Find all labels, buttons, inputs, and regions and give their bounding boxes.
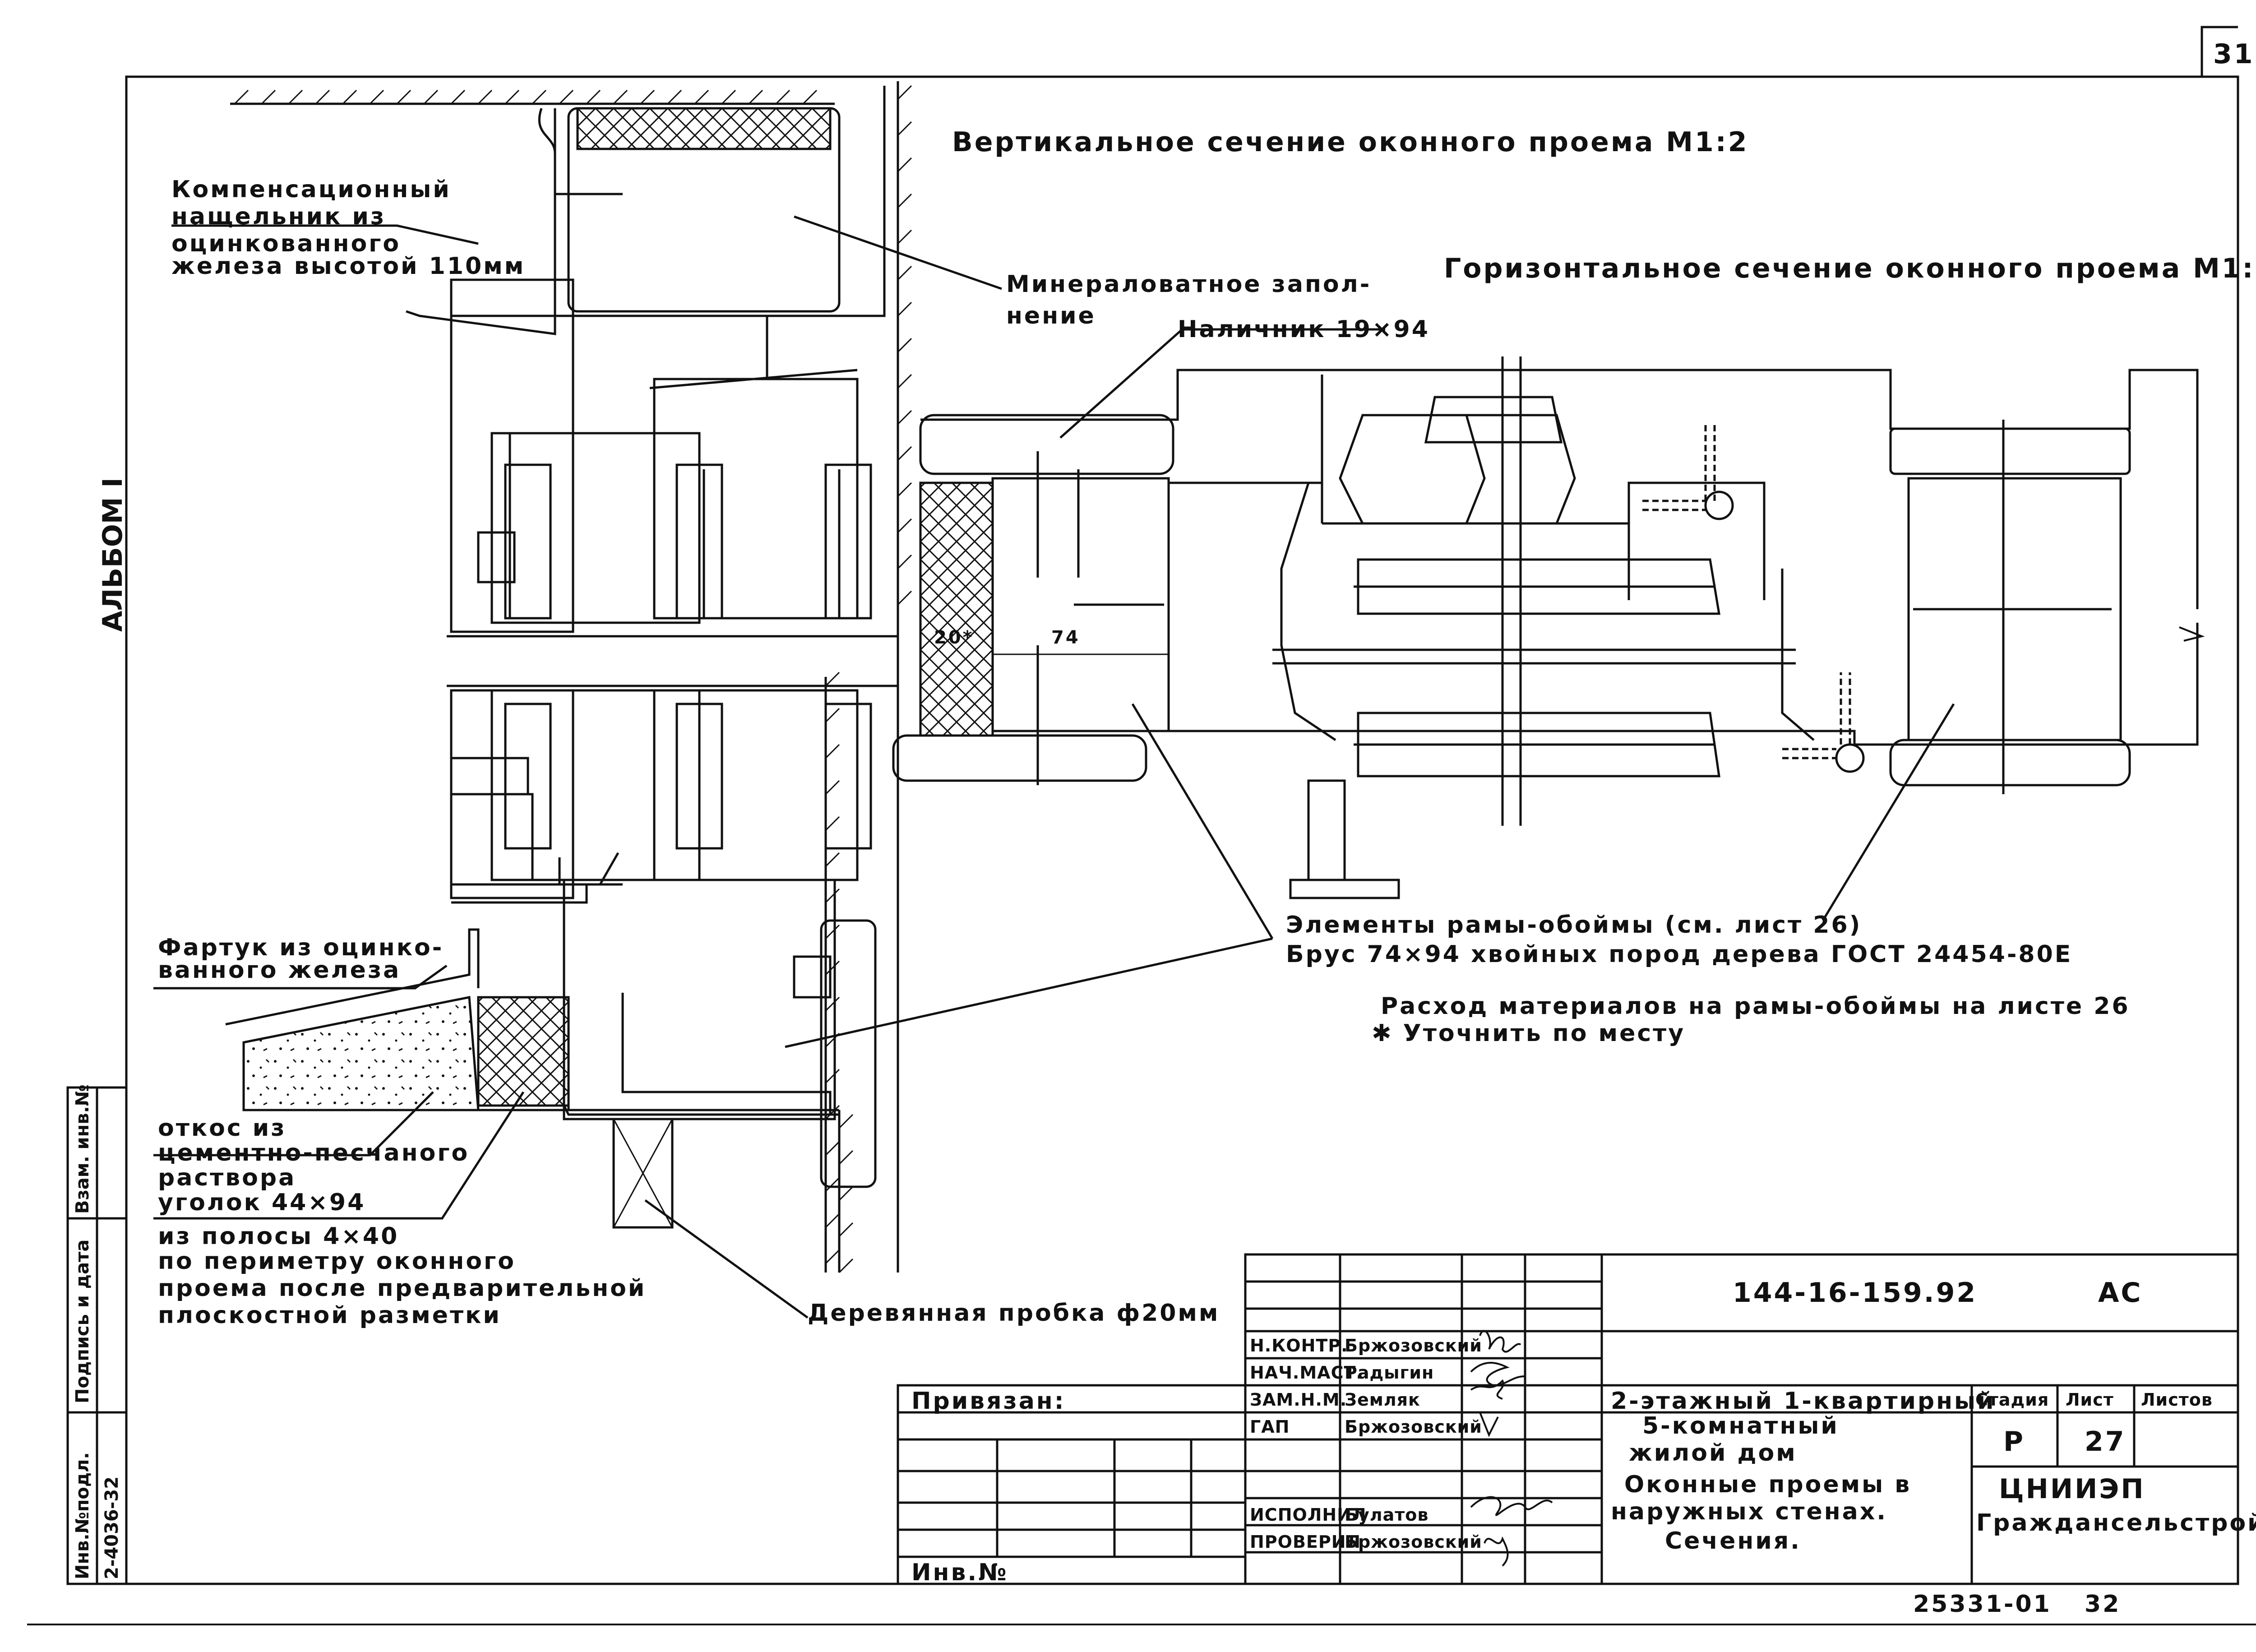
clarify-note: ✱ Уточнить по месту [1372, 1020, 1686, 1047]
sheet-value: 27 [2085, 1426, 2126, 1458]
compensation-label-line3: оцинкованного [171, 230, 401, 257]
angle-label-line4: проема после предварительной [158, 1275, 647, 1302]
role-6: ПРОВЕРИЛ [1250, 1532, 1361, 1552]
casing-label: Наличник 19×94 [1178, 316, 1430, 343]
archive-number: 25331-01 [1913, 1591, 2052, 1618]
inv-podl-label: Инв.№подл. [72, 1452, 93, 1579]
left-stamp [66, 1086, 128, 1585]
vertical-section [153, 81, 1273, 1319]
apron-label-line1: Фартук из оцинко- [158, 934, 444, 961]
angle-label-line5: плоскостной разметки [158, 1302, 501, 1329]
mineral-wool-label-line2: нение [1006, 302, 1096, 329]
name-3: Земляк [1345, 1390, 1420, 1410]
title-block [897, 1253, 2239, 1585]
angle-label-line2: из полосы 4×40 [158, 1223, 399, 1250]
compensation-label-line2: нащельник из [171, 203, 386, 230]
dimension-20: 20* [934, 627, 974, 648]
slope-label-line2: цементно-песчаного [158, 1139, 470, 1166]
sheet-title-line3: Сечения. [1665, 1527, 1801, 1555]
sign-date-label: Подпись и дата [72, 1239, 93, 1403]
sheet-title-line1: Оконные проемы в [1624, 1471, 1912, 1498]
page-number: 32 [2085, 1591, 2121, 1618]
signatures [1470, 1330, 1553, 1567]
album-label: АЛЬБОМ I [97, 477, 129, 632]
name-1: Бржозовский [1345, 1336, 1482, 1356]
role-1: Н.КОНТР. [1250, 1336, 1348, 1356]
doc-code: 144-16-159.92 [1733, 1277, 1978, 1309]
org-name-1: ЦНИИЭП [1999, 1473, 2145, 1505]
role-3: ЗАМ.Н.М. [1250, 1390, 1347, 1410]
apron-label-line2: ванного железа [158, 957, 401, 984]
building-line2: 5-комнатный [1642, 1412, 1839, 1439]
timber-label: Брус 74×94 хвойных пород дерева ГОСТ 244… [1286, 941, 2073, 968]
mark: АС [2098, 1277, 2143, 1309]
privyazan-label: Привязан: [911, 1388, 1066, 1415]
inv-podl-value: 2-4036-32 [102, 1476, 122, 1579]
name-5: Булатов [1345, 1505, 1429, 1525]
angle-label-line1: уголок 44×94 [158, 1189, 366, 1216]
building-line1: 2-этажный 1-квартирный [1611, 1388, 1996, 1415]
dimension-74: 74 [1051, 627, 1080, 648]
vertical-section-title: Вертикальное сечение оконного проема М1:… [952, 126, 1749, 158]
name-2: Радыгин [1345, 1363, 1434, 1383]
stage-value: Р [2003, 1426, 2025, 1458]
sheets-label: Листов [2141, 1390, 2213, 1410]
mineral-wool-label-line1: Минераловатное запол- [1006, 271, 1372, 298]
materials-note: Расход материалов на рамы-обоймы на лист… [1381, 993, 2130, 1020]
name-6: Бржозовский [1345, 1532, 1482, 1552]
role-4: ГАП [1250, 1417, 1290, 1437]
frame-elements-label: Элементы рамы-обоймы (см. лист 26) [1286, 912, 1862, 939]
horizontal-section [892, 328, 2205, 939]
building-line3: жилой дом [1629, 1439, 1797, 1467]
sheet-title-line2: наружных стенах. [1611, 1498, 1888, 1525]
stage-label: Стадия [1975, 1390, 2049, 1410]
slope-label-line1: откос из [158, 1115, 287, 1142]
role-2: НАЧ.МАСТ. [1250, 1363, 1363, 1383]
compensation-label-line4: железа высотой 110мм [171, 253, 526, 280]
angle-label-line3: по периметру оконного [158, 1248, 516, 1275]
vzam-label: Взам. инв.№ [72, 1084, 93, 1214]
name-4: Бржозовский [1345, 1417, 1482, 1437]
horizontal-section-title: Горизонтальное сечение оконного проема М… [1444, 253, 2256, 284]
sheet-label: Лист [2066, 1390, 2114, 1410]
sheet-corner-number: 31 [2213, 38, 2255, 70]
compensation-label-line1: Компенсационный [171, 176, 451, 203]
slope-label-line3: раствора [158, 1164, 296, 1191]
role-5: ИСПОЛНИЛ [1250, 1505, 1367, 1525]
sheet-border [125, 75, 2239, 1585]
plug-label: Деревянная пробка ф20мм [808, 1300, 1220, 1327]
org-name-2: Граждансельстрой [1976, 1509, 2256, 1536]
inv-no-label: Инв.№ [911, 1559, 1008, 1586]
